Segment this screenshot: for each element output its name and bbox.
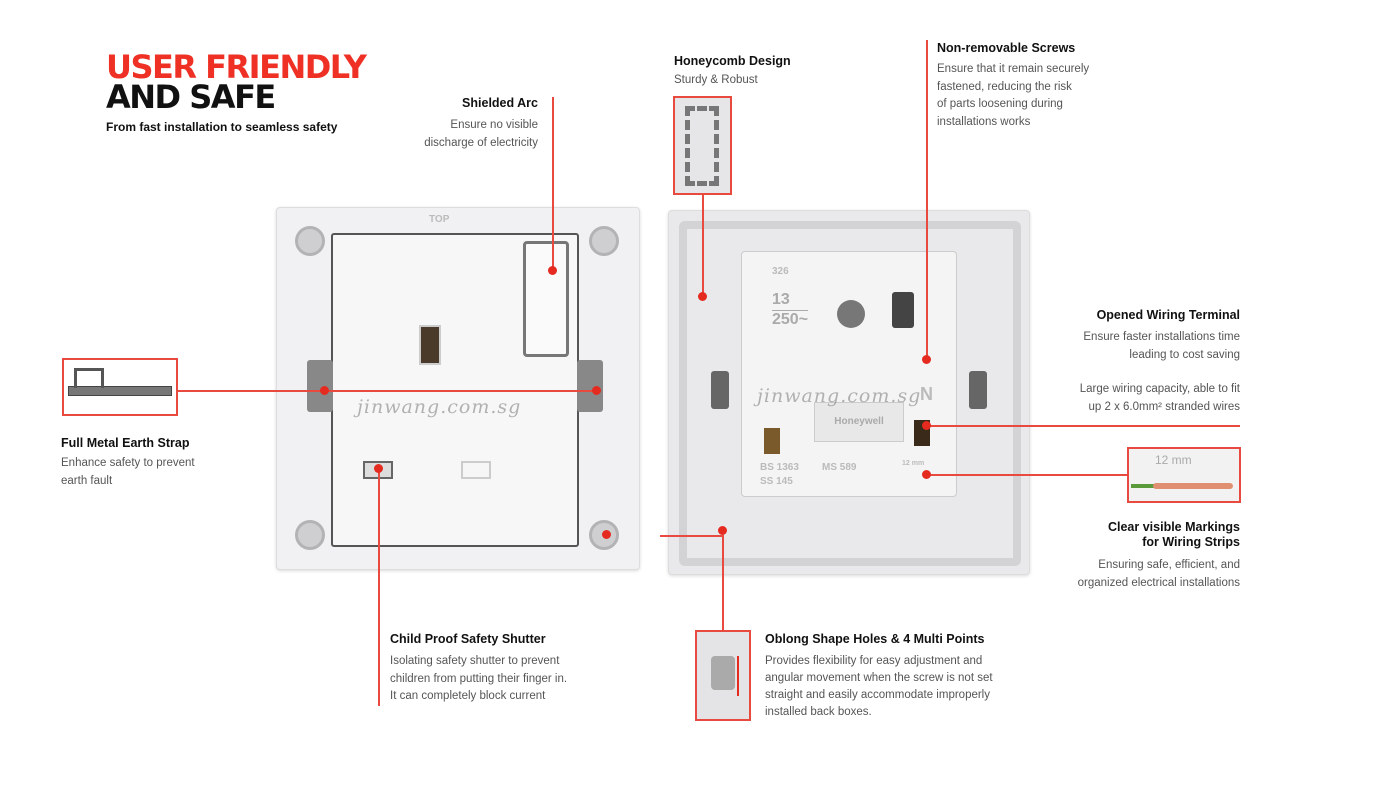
standard-mark: BS 1363 [760, 462, 799, 473]
callout-line [926, 474, 1127, 476]
honeycomb-pattern [685, 106, 719, 186]
callout-dot [548, 266, 557, 275]
callout-line [552, 97, 554, 271]
screw-hole-icon [295, 226, 325, 256]
callout-line [702, 195, 704, 297]
screw-hole-icon [589, 226, 619, 256]
oblong-hole-image [695, 630, 751, 721]
callout-dot [922, 355, 931, 364]
title-line-1: USER FRIENDLY [106, 48, 367, 86]
switch-rocker [523, 241, 569, 357]
top-mark: TOP [429, 214, 450, 225]
oblong-title: Oblong Shape Holes & 4 Multi Points [765, 632, 985, 646]
callout-dot [320, 386, 329, 395]
rating-amps: 13 [772, 291, 790, 308]
code-mark: 326 [772, 266, 789, 277]
callout-line [660, 535, 722, 537]
oblong-hole [969, 371, 987, 409]
callout-dot [718, 526, 727, 535]
oblong-desc: Provides flexibility for easy adjustment… [765, 655, 993, 718]
metal-strap [68, 386, 172, 396]
screw-hole-icon [295, 520, 325, 550]
screws-title: Non-removable Screws [937, 41, 1076, 55]
earth-strap-image [62, 358, 178, 416]
callout-line [926, 425, 1240, 427]
standard-mark: MS 589 [822, 462, 857, 473]
oblong-hole [711, 371, 729, 409]
callout-line [722, 535, 724, 631]
earth-strap-title: Full Metal Earth Strap [61, 436, 190, 450]
callout-line [926, 40, 928, 358]
wiring-strip-image: 12 mm [1127, 447, 1241, 503]
honeycomb-frame [679, 221, 1021, 566]
oblong-hole [307, 360, 333, 412]
honeycomb-title: Honeycomb Design [674, 54, 791, 68]
back-housing: 326 13 250~ N Honeywell BS 1363 SS 145 M… [741, 251, 957, 497]
neutral-mark: N [920, 384, 933, 404]
subtitle: From fast installation to seamless safet… [106, 120, 338, 134]
callout-dot [922, 470, 931, 479]
adjust-arrow-icon [737, 656, 739, 696]
strap-bend [74, 368, 104, 388]
strip-length-label: 12 mm [1155, 453, 1192, 467]
terminal-title: Opened Wiring Terminal [1096, 308, 1240, 322]
brand-mark: Honeywell [814, 402, 904, 442]
earth-pin-hole [419, 325, 441, 365]
callout-dot [602, 530, 611, 539]
watermark: jinwang.com.sg [757, 385, 922, 407]
earth-terminal [892, 292, 914, 328]
title-line-2: AND SAFE [106, 78, 276, 116]
callout-dot [374, 464, 383, 473]
wire-insulation [1131, 484, 1155, 488]
standard-mark: SS 145 [760, 476, 793, 487]
honeycomb-desc: Sturdy & Robust [674, 74, 758, 86]
wire-copper [1153, 483, 1233, 489]
callout-line [378, 468, 380, 706]
strip-mark: 12 mm [902, 460, 925, 467]
live-terminal [764, 428, 780, 454]
callout-dot [592, 386, 601, 395]
honeycomb-detail-image [673, 96, 732, 195]
socket-back-image: 326 13 250~ N Honeywell BS 1363 SS 145 M… [668, 210, 1030, 575]
screw-in-slot [711, 656, 735, 690]
watermark: jinwang.com.sg [357, 396, 522, 418]
screw-post [837, 300, 865, 328]
neutral-pin-hole [461, 461, 491, 479]
callout-dot [698, 292, 707, 301]
shutter-title: Child Proof Safety Shutter [390, 632, 546, 646]
callout-dot [922, 421, 931, 430]
rating-volts: 250~ [772, 310, 809, 328]
shielded-arc-title: Shielded Arc [462, 96, 538, 110]
socket-front-image: TOP jinwang.com.sg [276, 207, 640, 570]
callout-line [178, 390, 596, 392]
